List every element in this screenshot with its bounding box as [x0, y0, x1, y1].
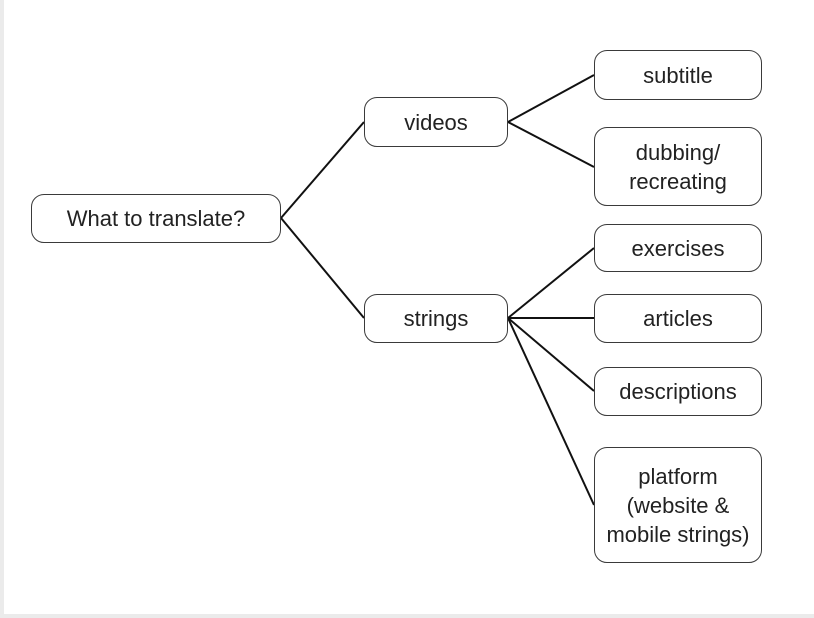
connector-strings-descriptions	[507, 317, 595, 392]
connector-root-videos	[280, 121, 365, 219]
leaf-node-subtitle: subtitle	[594, 50, 762, 100]
connector-videos-dubbing	[507, 121, 595, 168]
diagram-canvas: What to translate? videos strings subtit…	[4, 0, 814, 614]
connector-strings-exercises	[507, 247, 595, 319]
leaf-node-exercises: exercises	[594, 224, 762, 272]
root-node: What to translate?	[31, 194, 281, 243]
leaf-node-articles: articles	[594, 294, 762, 343]
connector-strings-platform	[507, 317, 595, 506]
leaf-node-platform: platform (website & mobile strings)	[594, 447, 762, 563]
leaf-node-descriptions: descriptions	[594, 367, 762, 416]
branch-node-videos: videos	[364, 97, 508, 147]
connector-lines	[280, 74, 595, 506]
connector-videos-subtitle	[507, 74, 595, 123]
leaf-node-dubbing-recreating: dubbing/ recreating	[594, 127, 762, 206]
connector-root-strings	[280, 217, 365, 319]
branch-node-strings: strings	[364, 294, 508, 343]
